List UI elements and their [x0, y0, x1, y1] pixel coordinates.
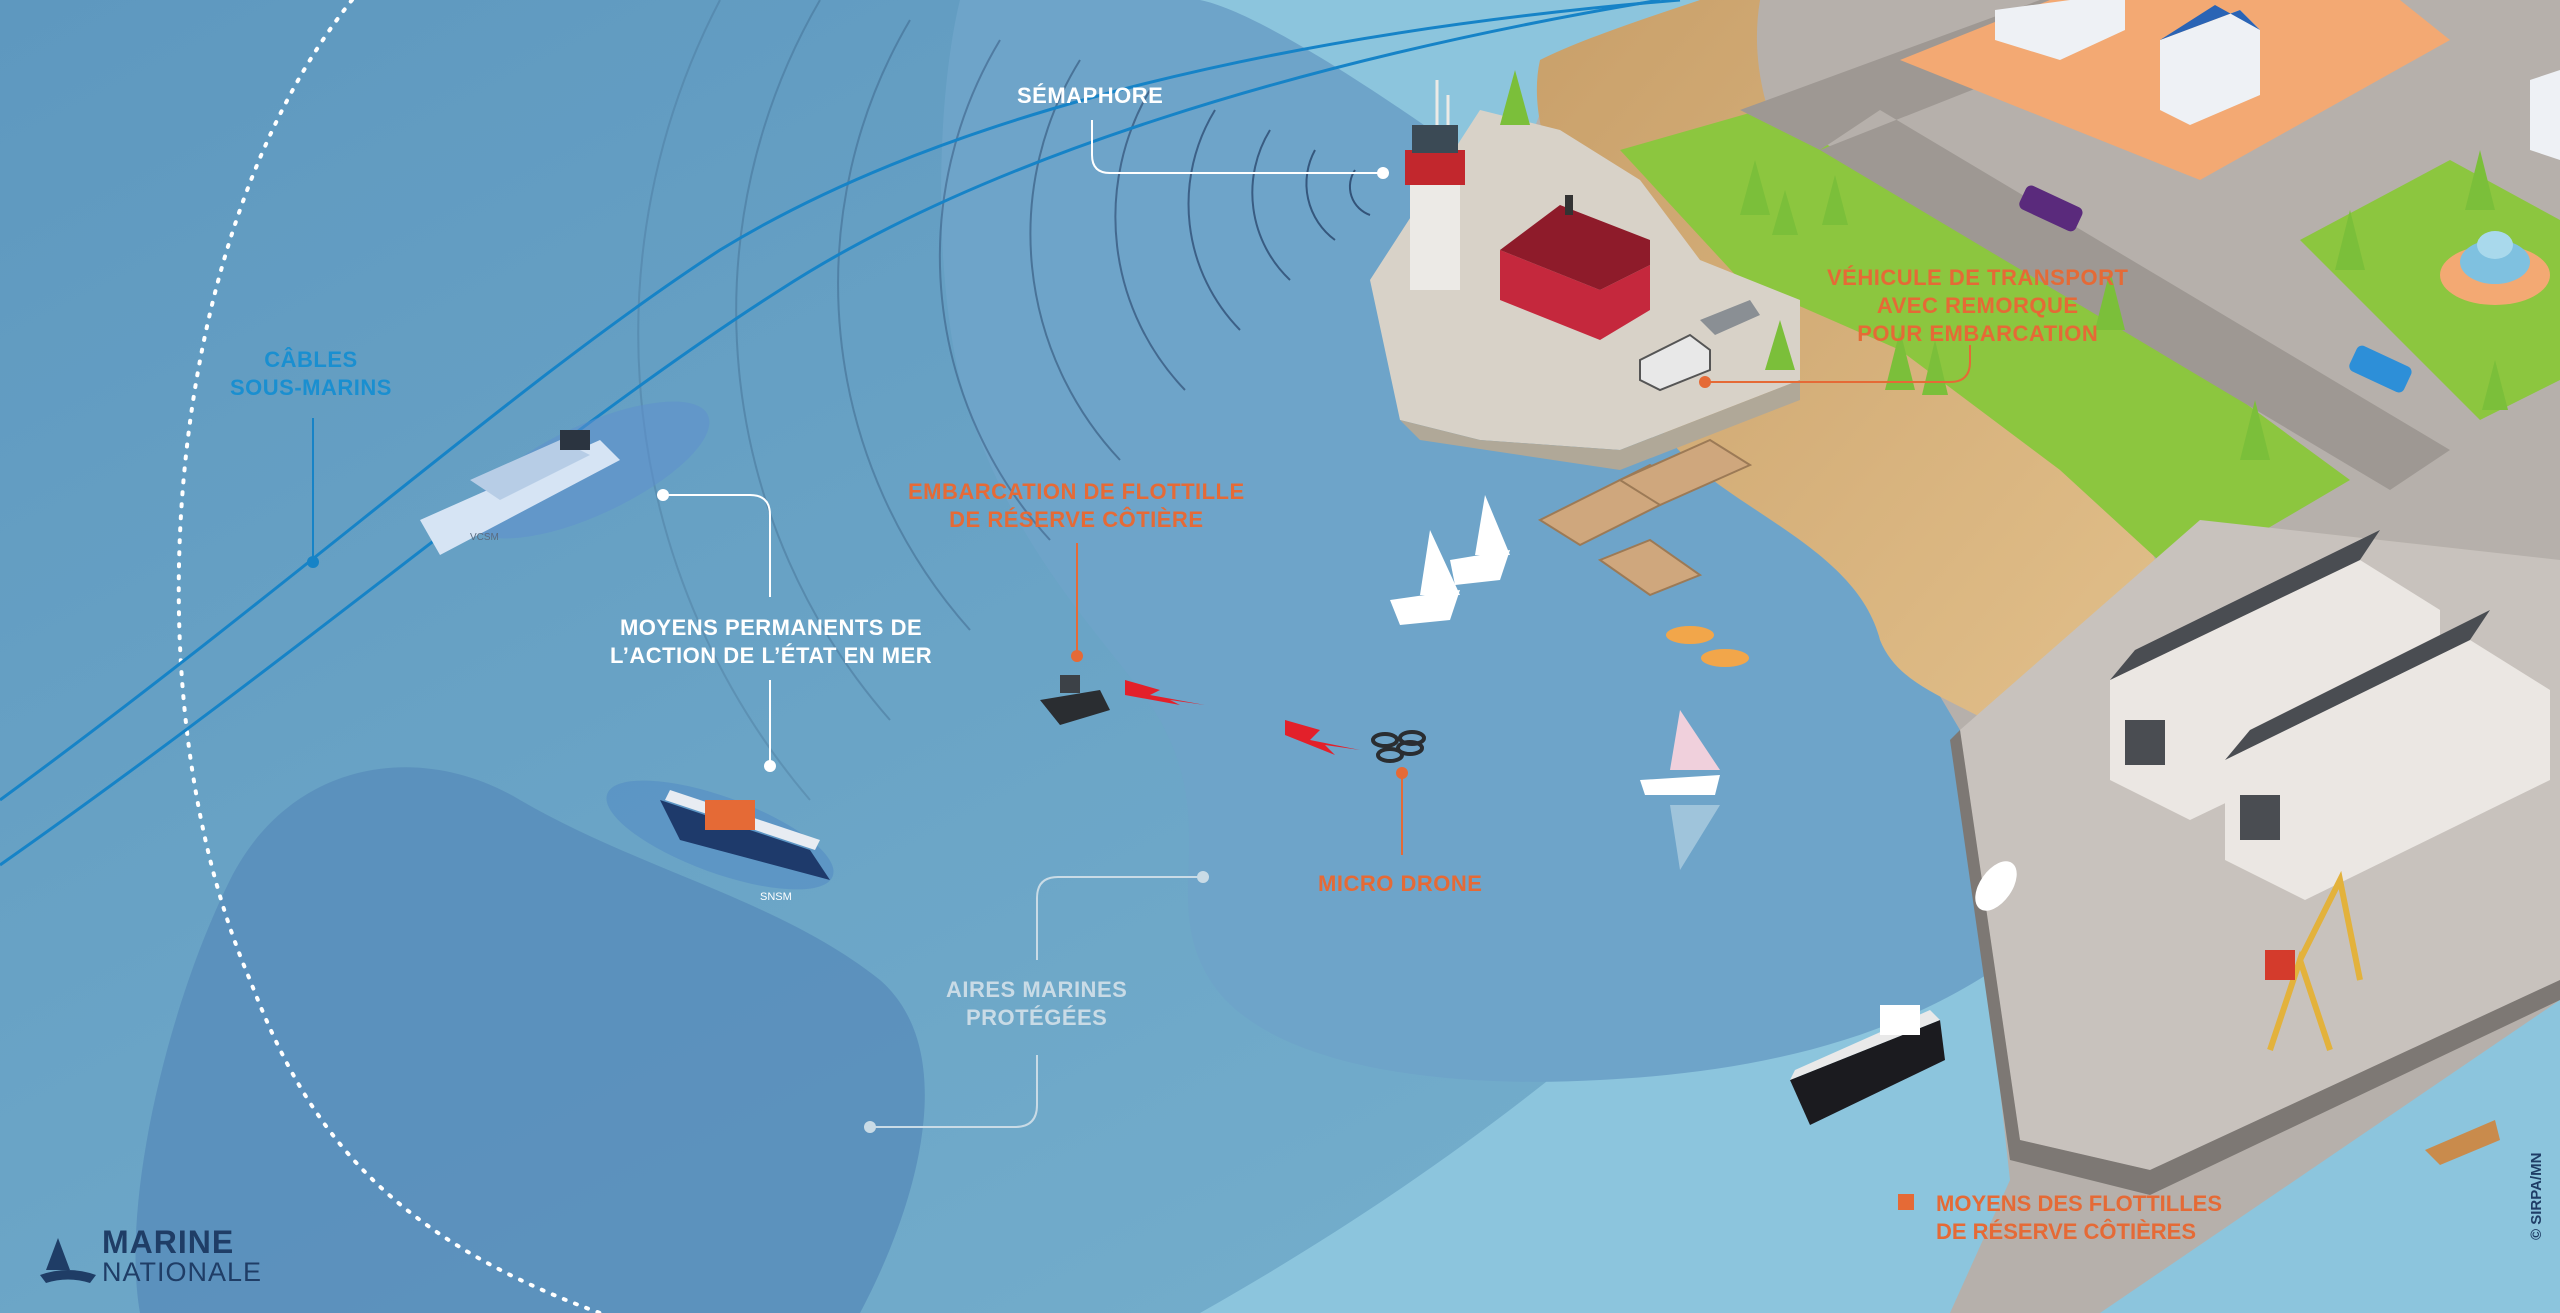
park: [2300, 160, 2560, 420]
cables-dot: [307, 556, 319, 568]
label-aires-line2: PROTÉGÉES: [965, 1005, 1108, 1031]
fountain: [2440, 231, 2550, 305]
bay-zone: [941, 0, 2082, 1082]
drone-dot: [1396, 767, 1408, 779]
label-cables: CÂBLES SOUS-MARINS: [230, 346, 392, 402]
image-credit: © SIRPA/MN: [2528, 1152, 2545, 1240]
marine-nationale-logo: MARINE NATIONALE: [38, 1226, 262, 1288]
label-cables-line1: CÂBLES: [264, 347, 358, 372]
reserve-flotilla-boat: [1040, 675, 1110, 725]
legend-line1: MOYENS DES FLOTTILLES: [1936, 1191, 2223, 1216]
label-embarcation-line1: EMBARCATION DE FLOTTILLE: [908, 479, 1245, 504]
vehicle-with-trailer: [1639, 300, 1760, 392]
aires-dot-bottom: [864, 1121, 876, 1133]
label-aires-line1: AIRES MARINES: [946, 977, 1128, 1002]
moyens-dot-bottom: [764, 760, 776, 772]
radar-arcs: [637, 0, 1371, 801]
legend: MOYENS DES FLOTTILLES DE RÉSERVE CÔTIÈRE…: [1898, 1190, 2222, 1246]
quay-edge: [1950, 730, 2560, 1195]
label-moyens-permanents: MOYENS PERMANENTS DE L’ACTION DE L’ÉTAT …: [610, 614, 932, 670]
label-vehicule-line3: POUR EMBARCATION: [1857, 321, 2099, 347]
legend-swatch: [1898, 1194, 1914, 1210]
label-semaphore: SÉMAPHORE: [1017, 83, 1164, 108]
label-embarcation: EMBARCATION DE FLOTTILLE DE RÉSERVE CÔTI…: [908, 478, 1245, 534]
label-moyens-line1: MOYENS PERMANENTS DE: [619, 615, 923, 640]
label-embarcation-line2: DE RÉSERVE CÔTIÈRE: [949, 507, 1204, 533]
label-cables-line2: SOUS-MARINS: [230, 375, 392, 401]
town-houses: [1995, 0, 2560, 160]
logo-line2: NATIONALE: [102, 1257, 263, 1287]
semaphore-tower: [1405, 80, 1465, 290]
blue-car: [2349, 345, 2412, 393]
label-moyens-line2: L’ACTION DE L’ÉTAT EN MER: [610, 643, 933, 669]
leader-lines-white: [663, 120, 1383, 766]
moyens-dot-top: [657, 489, 669, 501]
label-micro-drone: MICRO DRONE: [1318, 871, 1483, 896]
purple-car: [2019, 185, 2083, 232]
vcsm-hull-mark: VCSM: [470, 532, 499, 543]
aires-dot-top: [1197, 871, 1209, 883]
small-boats: [1666, 626, 2500, 1165]
label-vehicule-line2: AVEC REMORQUE: [1876, 293, 2079, 319]
cargo-boat: [1790, 1005, 1945, 1125]
sailboats: [1390, 495, 1720, 870]
protected-area-zone: [135, 767, 925, 1313]
snsm-hull-mark: SNSM: [760, 891, 792, 903]
road: [1740, 0, 2450, 490]
signal-bolts: [1125, 680, 1360, 755]
legend-line2: DE RÉSERVE CÔTIÈRES: [1936, 1219, 2196, 1245]
grass-field: [1620, 110, 2350, 580]
warehouses: [2110, 530, 2550, 900]
marine-nationale-emblem: [40, 1238, 96, 1283]
semaphore-dot: [1377, 167, 1389, 179]
embarcation-dot: [1071, 650, 1083, 662]
logo-line1: MARINE: [102, 1224, 235, 1260]
red-house: [1500, 195, 1650, 340]
micro-drone: [1371, 730, 1426, 763]
snsm-boat: SNSM: [606, 780, 834, 903]
port-crane: [2265, 870, 2363, 1051]
label-vehicule: VÉHICULE DE TRANSPORT AVEC REMORQUE POUR…: [1827, 264, 2128, 348]
vcsm-vessel: VCSM: [420, 401, 710, 555]
vehicle-dot: [1699, 376, 1711, 388]
submarine-cables: [0, 0, 1681, 867]
label-vehicule-line1: VÉHICULE DE TRANSPORT: [1827, 265, 2129, 290]
leader-lines-faint: [870, 876, 1203, 1128]
wooden-pier: [1537, 438, 1753, 597]
territorial-waters-boundary: [176, 0, 602, 1313]
label-aires-marines: AIRES MARINES PROTÉGÉES: [946, 976, 1127, 1032]
leader-lines-orange: [1076, 345, 1971, 855]
